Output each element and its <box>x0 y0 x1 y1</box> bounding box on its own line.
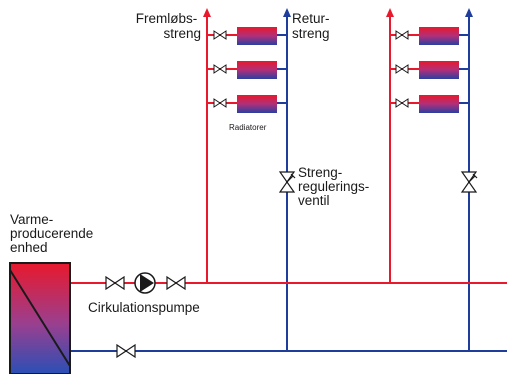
radiator <box>419 95 459 113</box>
supply-arrow-right <box>386 8 394 17</box>
radiator <box>419 61 459 79</box>
balancing-valve-label: Streng- regulerings- ventil <box>298 165 373 208</box>
radiators-label: Radiatorer <box>229 123 267 132</box>
supply-riser-label: Fremløbs- streng <box>136 11 201 41</box>
heat-source <box>9 262 71 374</box>
heat-source-label: Varme- producerende enhed <box>10 212 97 255</box>
radiator <box>237 61 277 79</box>
balancing-valve-right <box>460 171 478 193</box>
shutoff-valve-icon <box>166 275 186 291</box>
radiator-valve-icon <box>213 64 227 74</box>
radiators <box>237 27 459 113</box>
radiator <box>419 27 459 45</box>
radiator-valve-icon <box>213 30 227 40</box>
radiator-valve-icon <box>213 98 227 108</box>
return-arrow-right <box>465 8 473 17</box>
radiator-valves <box>213 30 409 108</box>
radiator-valve-icon <box>395 30 409 40</box>
supply-pipes <box>70 16 507 284</box>
pump-label: Cirkulationspumpe <box>88 300 200 315</box>
balancing-valve-left <box>278 171 296 193</box>
shutoff-valve-icon <box>105 275 125 291</box>
main-valves <box>105 275 186 359</box>
radiator <box>237 95 277 113</box>
supply-arrow-left <box>203 8 211 17</box>
circulation-pump <box>134 272 156 294</box>
shutoff-valve-icon <box>116 343 136 359</box>
radiator-valve-icon <box>395 98 409 108</box>
radiator <box>237 27 277 45</box>
radiator-valve-icon <box>395 64 409 74</box>
return-riser-label: Retur- streng <box>292 11 333 41</box>
return-arrow-left <box>283 8 291 17</box>
